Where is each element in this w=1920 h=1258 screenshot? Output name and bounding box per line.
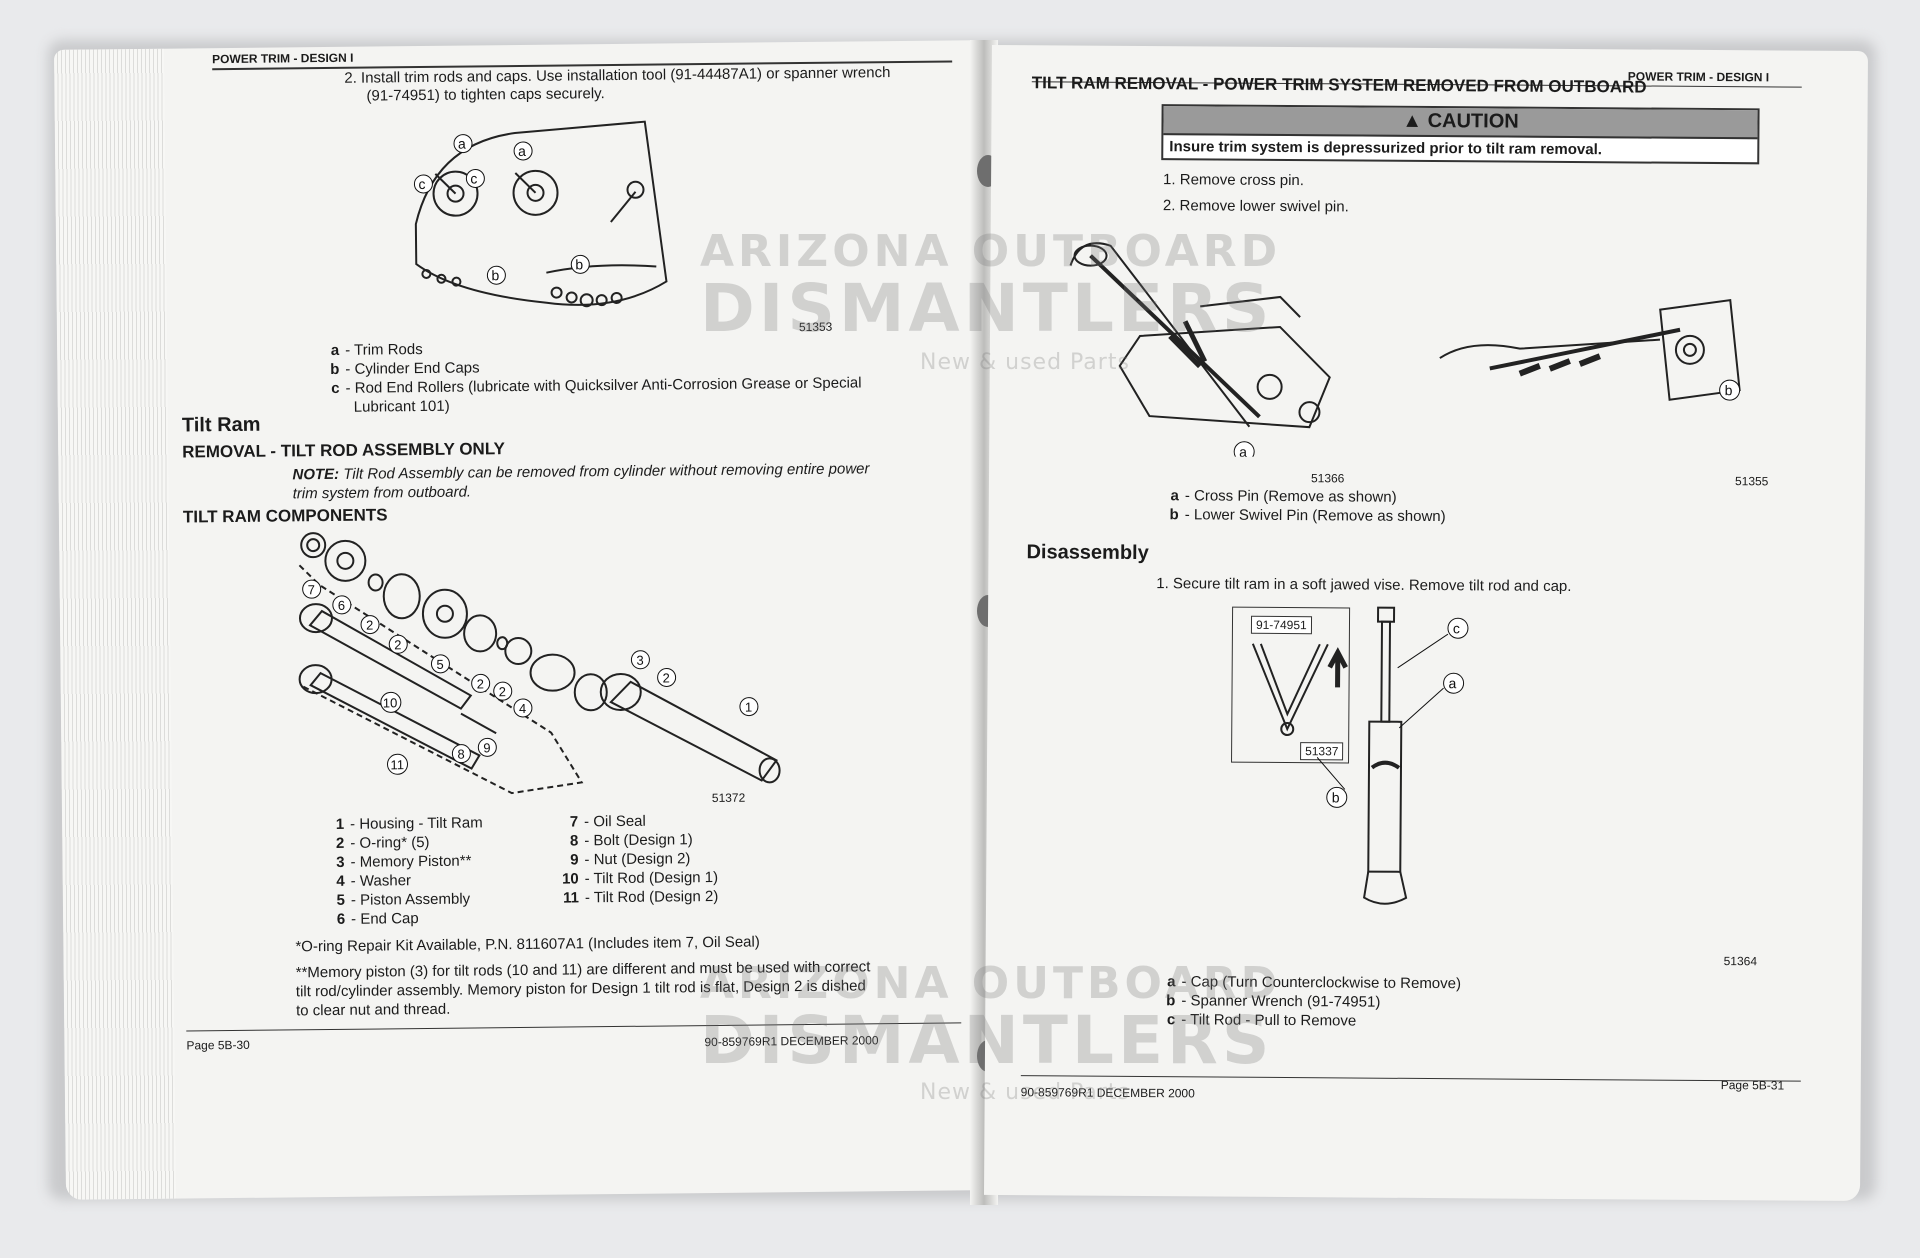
svg-text:b: b	[1332, 789, 1340, 805]
tilt-rod-legend: a- Cap (Turn Counterclockwise to Remove)…	[1155, 972, 1461, 1031]
svg-text:2: 2	[499, 684, 506, 699]
left-page: POWER TRIM - DESIGN I 2. Install trim ro…	[54, 40, 986, 1200]
svg-text:2: 2	[477, 676, 484, 691]
trim-rods-illustration: a a c c b b	[413, 120, 668, 308]
tool-part-number: 91-74951	[1250, 615, 1312, 635]
svg-text:6: 6	[338, 598, 345, 613]
svg-text:2: 2	[366, 618, 373, 633]
svg-text:c: c	[1453, 620, 1460, 636]
cross-pin-removal-illustration: a	[1069, 242, 1331, 458]
legend-item: b- Spanner Wrench (91-74951)	[1166, 992, 1381, 1011]
svg-text:b: b	[575, 256, 583, 272]
figure-3-number: 51366	[1310, 471, 1345, 486]
legend-item: a- Cross Pin (Remove as shown)	[1170, 487, 1397, 506]
legend-item: 6- End Cap	[336, 910, 419, 928]
subsection-title-removal: REMOVAL - TILT ROD ASSEMBLY ONLY	[182, 439, 506, 462]
disassembly-step-1: 1. Secure tilt ram in a soft jawed vise.…	[1156, 575, 1572, 596]
legend-item: 11- Tilt Rod (Design 2)	[562, 887, 719, 907]
left-page-number: Page 5B-30	[186, 1037, 250, 1053]
legend-item: a- Cap (Turn Counterclockwise to Remove)	[1167, 973, 1462, 993]
footnote-oring-kit: *O-ring Repair Kit Available, P.N. 81160…	[295, 933, 760, 956]
figure-1-legend: a- Trim Rods b- Cylinder End Caps c- Rod…	[319, 335, 862, 417]
legend-item: c- Tilt Rod - Pull to Remove	[1166, 1011, 1357, 1030]
svg-text:8: 8	[457, 747, 464, 762]
svg-text:7: 7	[308, 582, 315, 597]
page-edges	[54, 48, 177, 1200]
legend-item: 10- Tilt Rod (Design 1)	[561, 868, 719, 888]
pin-removal-legend: a- Cross Pin (Remove as shown) b- Lower …	[1159, 486, 1446, 526]
svg-text:2: 2	[663, 670, 670, 685]
right-page-title: TILT RAM REMOVAL - POWER TRIM SYSTEM REM…	[1031, 73, 1647, 97]
section-title-disassembly: Disassembly	[1026, 541, 1149, 565]
legend-item: 4- Washer	[336, 872, 412, 890]
figure-5-number: 51364	[1723, 954, 1758, 969]
tilt-ram-vertical-illustration: c a b	[1316, 606, 1469, 905]
figure-1-number: 51353	[798, 319, 833, 335]
legend-item: 9- Nut (Design 2)	[570, 850, 691, 869]
right-page-header: POWER TRIM - DESIGN I	[1627, 69, 1770, 85]
legend-item: 5- Piston Assembly	[336, 890, 471, 909]
caution-text: Insure trim system is depressurized prio…	[1169, 138, 1603, 159]
svg-text:b: b	[1725, 382, 1733, 398]
caution-box: ▲ CAUTION Insure trim system is depressu…	[1161, 104, 1760, 165]
svg-text:a: a	[1449, 675, 1457, 691]
left-page-doc-number: 90-859769R1 DECEMBER 2000	[704, 1033, 879, 1050]
legend-item: 7- Oil Seal	[569, 812, 646, 831]
right-page-number: Page 5B-31	[1720, 1078, 1785, 1093]
legend-item: 1- Housing - Tilt Ram	[335, 814, 483, 833]
step-remove-cross-pin: 1. Remove cross pin.	[1163, 171, 1305, 190]
svg-text:1: 1	[745, 700, 752, 715]
svg-text:3: 3	[636, 653, 643, 668]
swivel-pin-removal-illustration: b	[1439, 298, 1741, 401]
svg-text:a: a	[458, 136, 466, 152]
legend-item: 3- Memory Piston**	[336, 852, 472, 871]
components-legend-right: 7- Oil Seal 8- Bolt (Design 1) 9- Nut (D…	[558, 811, 718, 908]
spanner-wrench-icon	[1251, 643, 1329, 737]
warning-triangle-icon: ▲	[1402, 109, 1423, 132]
svg-text:a: a	[1239, 444, 1247, 458]
spanner-wrench-figure: 91-74951 51337	[1231, 606, 1351, 764]
svg-text:b: b	[491, 267, 499, 283]
step-remove-swivel-pin: 2. Remove lower swivel pin.	[1162, 197, 1349, 216]
right-page-doc-number: 90-859769R1 DECEMBER 2000	[1020, 1085, 1195, 1101]
legend-item: 2- O-ring* (5)	[335, 833, 430, 852]
svg-text:9: 9	[483, 740, 490, 755]
svg-text:11: 11	[390, 757, 404, 772]
svg-text:10: 10	[383, 695, 398, 710]
right-page: POWER TRIM - DESIGN I TILT RAM REMOVAL -…	[983, 44, 1869, 1202]
legend-item: 8- Bolt (Design 1)	[569, 831, 693, 850]
tilt-ram-exploded-illustration: 7 6 2 2 5 2 2 4 3 2 1 10 11 8 9	[298, 532, 781, 795]
left-page-header: POWER TRIM - DESIGN I	[212, 50, 354, 67]
svg-text:c: c	[418, 176, 425, 192]
svg-text:a: a	[518, 143, 526, 159]
svg-text:4: 4	[519, 701, 526, 716]
figure-2-number: 51372	[711, 790, 746, 806]
components-legend-left: 1- Housing - Tilt Ram 2- O-ring* (5) 3- …	[324, 813, 484, 929]
caution-header: ▲ CAUTION	[1163, 106, 1758, 140]
note-line-2: trim system from outboard.	[292, 483, 472, 503]
footnote-memory-piston-3: to clear nut and thread.	[295, 1000, 451, 1020]
figure-4-number: 51355	[1734, 474, 1769, 489]
legend-item: b- Lower Swivel Pin (Remove as shown)	[1169, 506, 1446, 526]
note-line-1: NOTE: Tilt Rod Assembly can be removed f…	[292, 460, 870, 484]
svg-text:c: c	[470, 170, 477, 186]
section-title-tilt-ram: Tilt Ram	[181, 413, 261, 437]
svg-text:2: 2	[394, 637, 401, 652]
svg-text:5: 5	[436, 657, 443, 672]
